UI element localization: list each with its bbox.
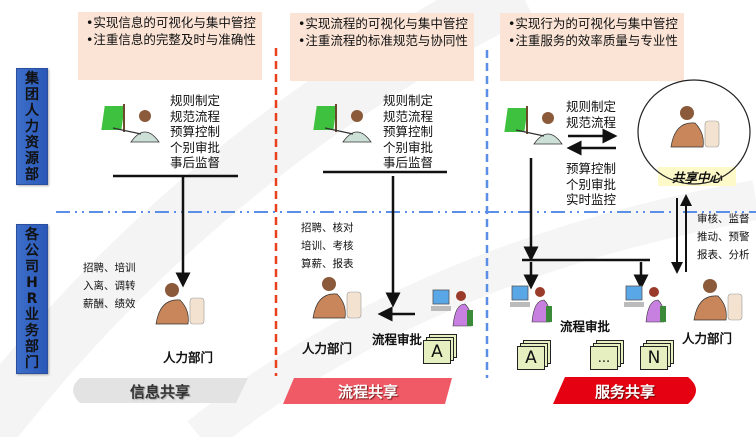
doc-label: N xyxy=(647,348,661,368)
task: 算薪、报表 xyxy=(301,258,354,270)
doc-label: A xyxy=(525,348,537,368)
goal-line: •注重流程的标准规范与协同性 xyxy=(298,32,468,48)
side-label-char: 人 xyxy=(25,102,39,119)
side-label-char: R xyxy=(26,291,38,307)
duty: 事后监督 xyxy=(383,155,434,170)
hq-duties-service-bottom: 预算控制 个别审批 实时监控 xyxy=(566,161,616,208)
side-label-char: 力 xyxy=(25,118,39,135)
duty: 个别审批 xyxy=(566,176,617,192)
side-label-char: H xyxy=(26,275,38,291)
hq-duties-process: 规则制定 规范流程 预算控制 个别审批 事后监督 xyxy=(383,93,433,171)
task: 招聘、培训 xyxy=(83,262,136,274)
side-label-char: 门 xyxy=(25,355,39,371)
duty: 规范流程 xyxy=(170,108,221,124)
duty: 规范流程 xyxy=(566,114,617,130)
goal-line: •实现流程的可视化与集中管控 xyxy=(298,16,468,31)
duty: 预算控制 xyxy=(566,161,617,176)
banner-process: 流程共享 xyxy=(337,382,398,401)
side-label-char: 司 xyxy=(25,259,39,275)
goal-line: •实现信息的可视化与集中管控 xyxy=(86,15,256,30)
hq-duties-info: 规则制定 规范流程 预算控制 个别审批 事后监督 xyxy=(170,93,220,171)
side-label-char: 部 xyxy=(25,339,39,355)
duty: 规则制定 xyxy=(566,99,617,114)
task: 入离、调转 xyxy=(83,280,136,292)
banner-info: 信息共享 xyxy=(129,382,190,401)
branch-tasks-info: 招聘、培训 入离、调转 薪酬、绩效 xyxy=(83,259,136,313)
dept-label-service: 人力部门 xyxy=(682,331,733,346)
goal-box-info: •实现信息的可视化与集中管控 •注重信息的完整及时与准确性 xyxy=(78,12,262,80)
row-label-group-hr: 集团人力资源部 xyxy=(16,68,48,185)
goal-box-service: •实现行为的可视化与集中管控 •注重服务的效率质量与专业性 xyxy=(500,13,684,81)
hq-duties-service-top: 规则制定 规范流程 xyxy=(566,99,616,130)
doc-label: ... xyxy=(597,350,611,366)
task: 审核、监督 xyxy=(697,213,750,225)
duty: 规范流程 xyxy=(383,108,434,124)
shared-center-label: 共享中心 xyxy=(658,167,736,186)
doc-label: A xyxy=(431,342,443,362)
task: 薪酬、绩效 xyxy=(83,298,136,310)
duty: 事后监督 xyxy=(170,155,221,170)
goal-line: •注重服务的效率质量与专业性 xyxy=(508,32,678,48)
document-a-process: A xyxy=(423,334,457,364)
side-label-char: 团 xyxy=(25,86,39,103)
duty: 个别审批 xyxy=(383,139,434,155)
duty: 实时监控 xyxy=(566,192,617,207)
duty: 预算控制 xyxy=(383,124,434,139)
task: 招聘、核对 xyxy=(301,222,354,234)
dept-label-process: 人力部门 xyxy=(302,341,353,356)
duty: 规则制定 xyxy=(383,93,434,108)
side-label-char: 资 xyxy=(25,134,39,151)
duty: 规则制定 xyxy=(170,93,221,108)
banner-service: 服务共享 xyxy=(594,382,655,401)
side-label-char: 集 xyxy=(25,70,39,87)
document-ellipsis-service: ... xyxy=(590,340,624,370)
side-label-char: 源 xyxy=(25,150,39,167)
task: 报表、分析 xyxy=(697,249,750,261)
side-label-char: 务 xyxy=(25,323,39,339)
goal-line: •实现行为的可视化与集中管控 xyxy=(508,16,678,31)
document-n-service: N xyxy=(640,340,674,370)
approval-label-process: 流程审批 xyxy=(372,332,423,347)
task: 推动、预警 xyxy=(697,231,750,243)
branch-tasks-service: 审核、监督 推动、预警 报表、分析 xyxy=(697,210,750,264)
goal-box-process: •实现流程的可视化与集中管控 •注重流程的标准规范与协同性 xyxy=(290,13,474,81)
task: 培训、考核 xyxy=(301,240,354,252)
goal-line: •注重信息的完整及时与准确性 xyxy=(86,31,256,47)
side-label-char: 部 xyxy=(25,166,39,183)
document-a-service: A xyxy=(517,340,551,370)
dept-label-info: 人力部门 xyxy=(163,350,214,365)
side-label-char: 公 xyxy=(25,243,39,259)
side-label-char: 各 xyxy=(25,227,39,243)
duty: 预算控制 xyxy=(170,124,221,139)
branch-tasks-process: 招聘、核对 培训、考核 算薪、报表 xyxy=(301,219,354,273)
duty: 个别审批 xyxy=(170,139,221,155)
side-label-char: 业 xyxy=(25,307,39,323)
approval-label-service: 流程审批 xyxy=(560,319,611,334)
